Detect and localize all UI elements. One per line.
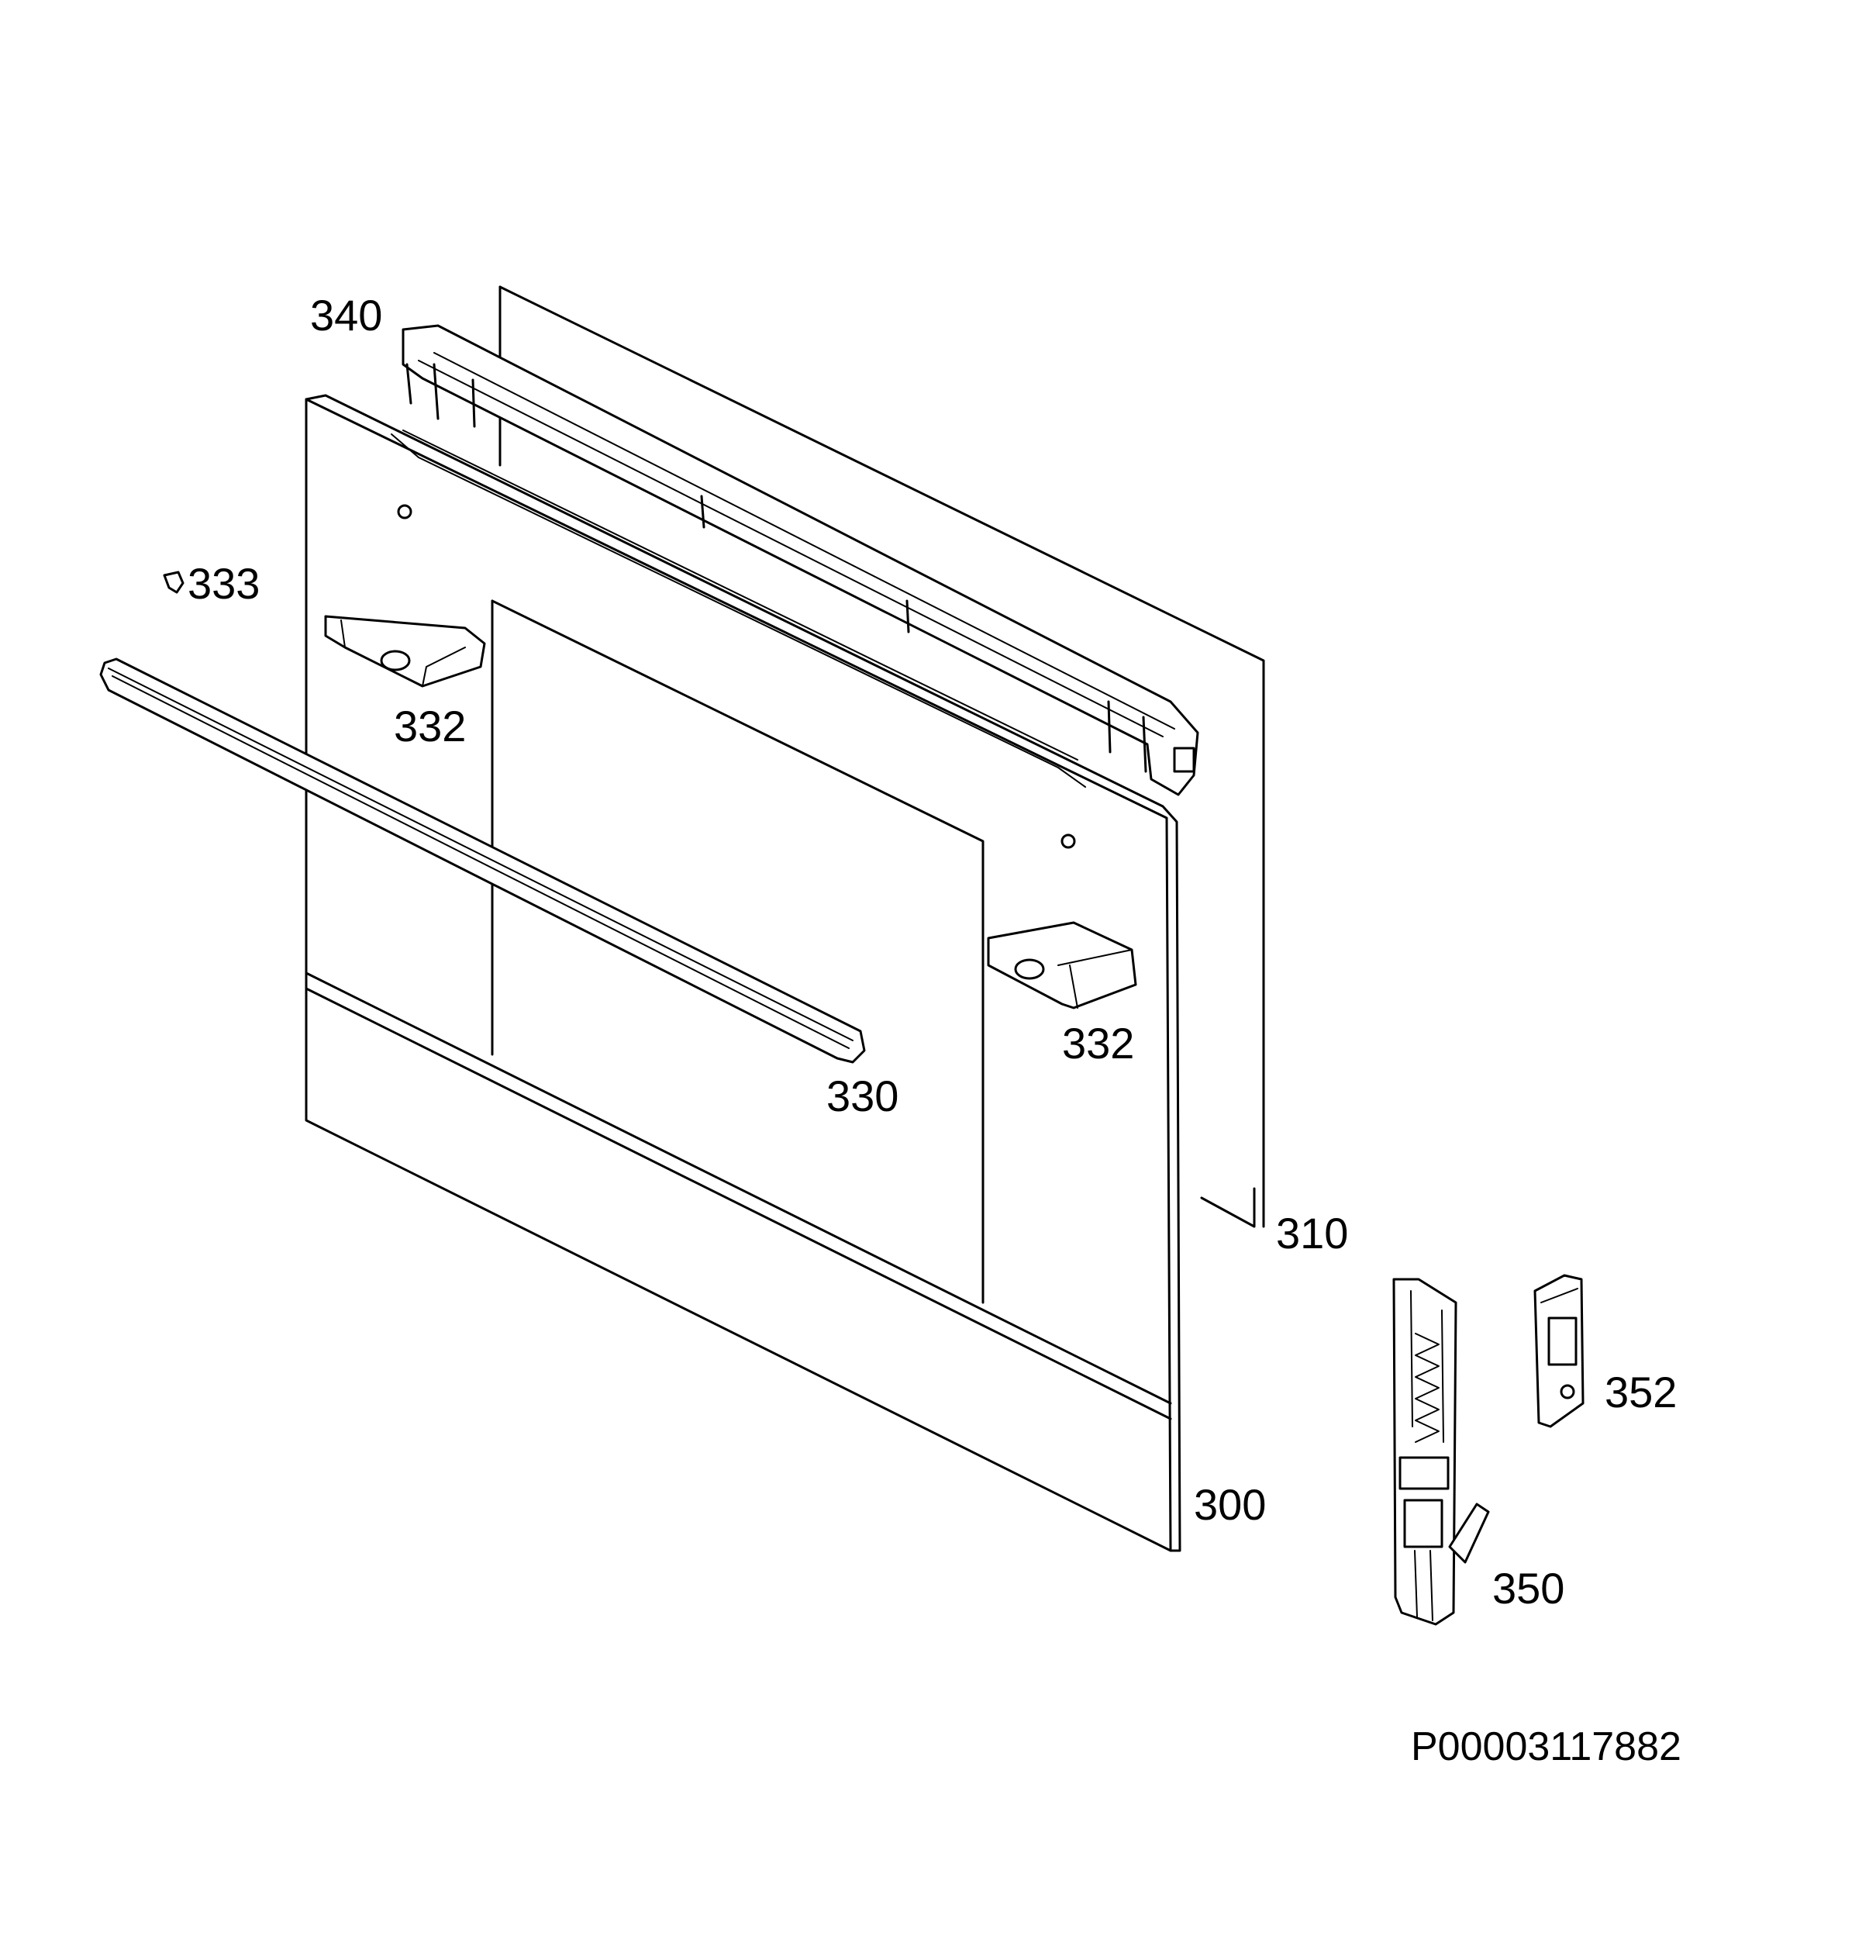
part-350-hinge: [1392, 1278, 1490, 1626]
label-332-right: 332: [1062, 1019, 1134, 1068]
drawing-code: P00003117882: [1411, 1724, 1681, 1769]
label-330: 330: [826, 1071, 898, 1120]
part-332-bracket-left: [324, 615, 486, 688]
label-332-left: 332: [394, 702, 466, 751]
part-330-handle: [99, 657, 866, 1064]
label-350: 350: [1492, 1564, 1564, 1613]
part-352-hinge-receiver: [1533, 1274, 1585, 1428]
label-340: 340: [310, 291, 382, 340]
part-340-top-trim: [402, 324, 1199, 796]
label-310: 310: [1276, 1209, 1348, 1258]
label-352: 352: [1605, 1368, 1677, 1417]
part-333-screw: [163, 571, 184, 594]
label-300: 300: [1194, 1480, 1266, 1529]
label-333: 333: [188, 559, 260, 608]
part-332-bracket-right: [987, 921, 1137, 1009]
